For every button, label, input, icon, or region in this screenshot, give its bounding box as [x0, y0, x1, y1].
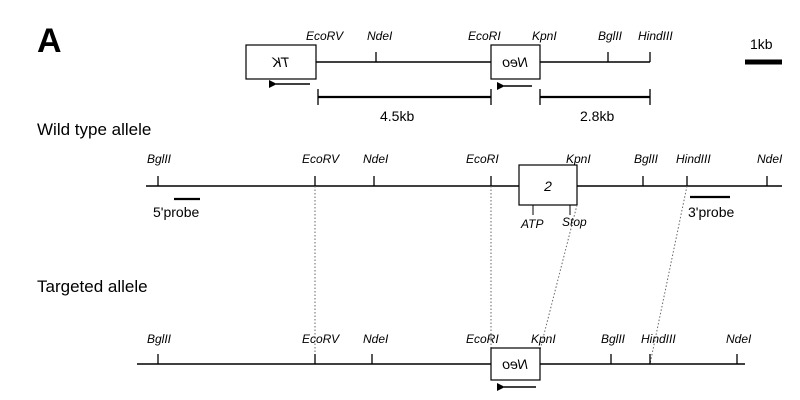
- fragment-4-5kb: 4.5kb: [317, 89, 492, 124]
- vector-site-kpni: KpnI: [532, 29, 557, 43]
- neo-cassette-box: [490, 44, 541, 80]
- wild-type-label: Wild type allele: [37, 120, 151, 139]
- scale-bar-label: 1kb: [750, 36, 773, 52]
- ta-neo-box: [490, 347, 541, 381]
- scale-bar: 1kb: [745, 36, 782, 65]
- fragment-label: 4.5kb: [380, 108, 414, 124]
- fragment-label: 2.8kb: [580, 108, 614, 124]
- ta-site-hindiii: HindIII: [641, 332, 676, 346]
- guide-hindiii: [649, 185, 688, 365]
- panel-label: A: [37, 22, 62, 60]
- exon-2-label: 2: [543, 178, 552, 194]
- homology-guides: [314, 185, 688, 365]
- vector-site-hindiii: HindIII: [638, 29, 673, 43]
- atp-label: ATP: [520, 217, 543, 231]
- vector-site-ecori: EcoRI: [468, 29, 501, 43]
- wild-type-allele: Wild type allele BglII EcoRV NdeI EcoRI …: [37, 120, 783, 231]
- wt-site-hindiii: HindIII: [676, 152, 711, 166]
- vector-site-bglii: BglII: [598, 29, 623, 43]
- five-prime-probe-label: 5'probe: [153, 204, 199, 220]
- three-prime-probe-label: 3'probe: [688, 204, 734, 220]
- wt-site-kpni: KpnI: [566, 152, 591, 166]
- wt-site-ndei: NdeI: [363, 152, 389, 166]
- ta-site-ndei-2: NdeI: [726, 332, 752, 346]
- guide-exon-right: [539, 204, 578, 351]
- ta-neo-label: Neo: [502, 356, 528, 372]
- fragment-2-8kb: 2.8kb: [539, 89, 651, 124]
- exon-2-box: [518, 164, 578, 206]
- wt-site-bglii: BglII: [147, 152, 172, 166]
- tk-cassette-label: TK: [271, 54, 290, 70]
- vector-site-ecorv: EcoRV: [306, 29, 344, 43]
- ta-site-ecori: EcoRI: [466, 332, 499, 346]
- tk-cassette-box: [245, 44, 317, 80]
- targeted-allele: Targeted allele BglII EcoRV NdeI EcoRI K…: [37, 277, 752, 391]
- ta-site-bglii-2: BglII: [601, 332, 626, 346]
- ta-site-ndei: NdeI: [363, 332, 389, 346]
- ta-site-ecorv: EcoRV: [302, 332, 340, 346]
- stop-label: Stop: [562, 215, 587, 229]
- wt-site-bglii-2: BglII: [634, 152, 659, 166]
- wt-site-ecorv: EcoRV: [302, 152, 340, 166]
- wt-site-ndei-2: NdeI: [757, 152, 783, 166]
- targeting-vector: EcoRV NdeI EcoRI KpnI BglII HindIII TK N…: [245, 29, 673, 124]
- neo-cassette-label: Neo: [502, 54, 528, 70]
- targeted-label: Targeted allele: [37, 277, 148, 296]
- vector-site-ndei: NdeI: [367, 29, 393, 43]
- ta-site-bglii: BglII: [147, 332, 172, 346]
- ta-site-kpni: KpnI: [531, 332, 556, 346]
- wt-site-ecori: EcoRI: [466, 152, 499, 166]
